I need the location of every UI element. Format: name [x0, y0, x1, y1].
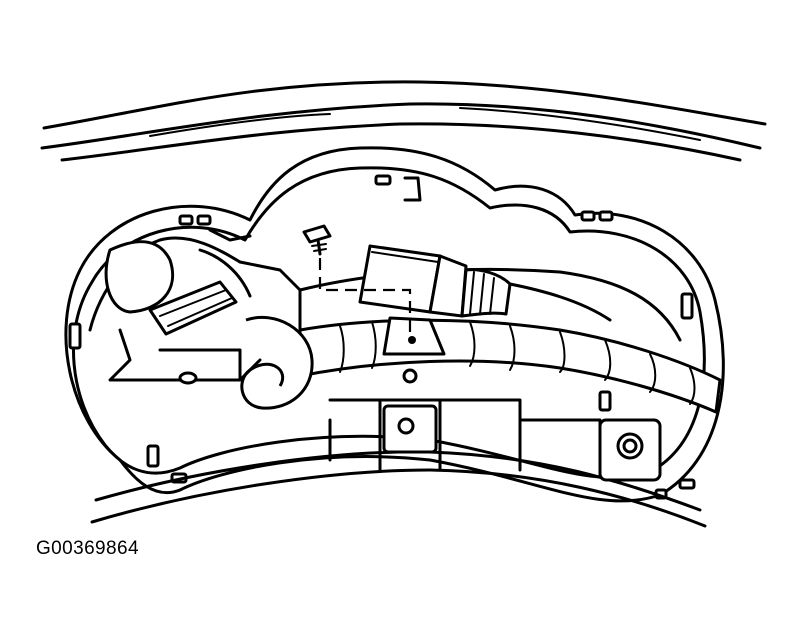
lower-panel: [90, 398, 707, 528]
bezel-tabs: [68, 174, 696, 500]
left-cable-assembly: [88, 228, 314, 410]
dashboard-top-contour: [40, 80, 767, 162]
alignment-dashed-line: [318, 258, 412, 336]
mounting-screw: [302, 224, 332, 256]
connector-assembly: [358, 244, 612, 384]
figure-id-label: G00369864: [36, 538, 139, 559]
